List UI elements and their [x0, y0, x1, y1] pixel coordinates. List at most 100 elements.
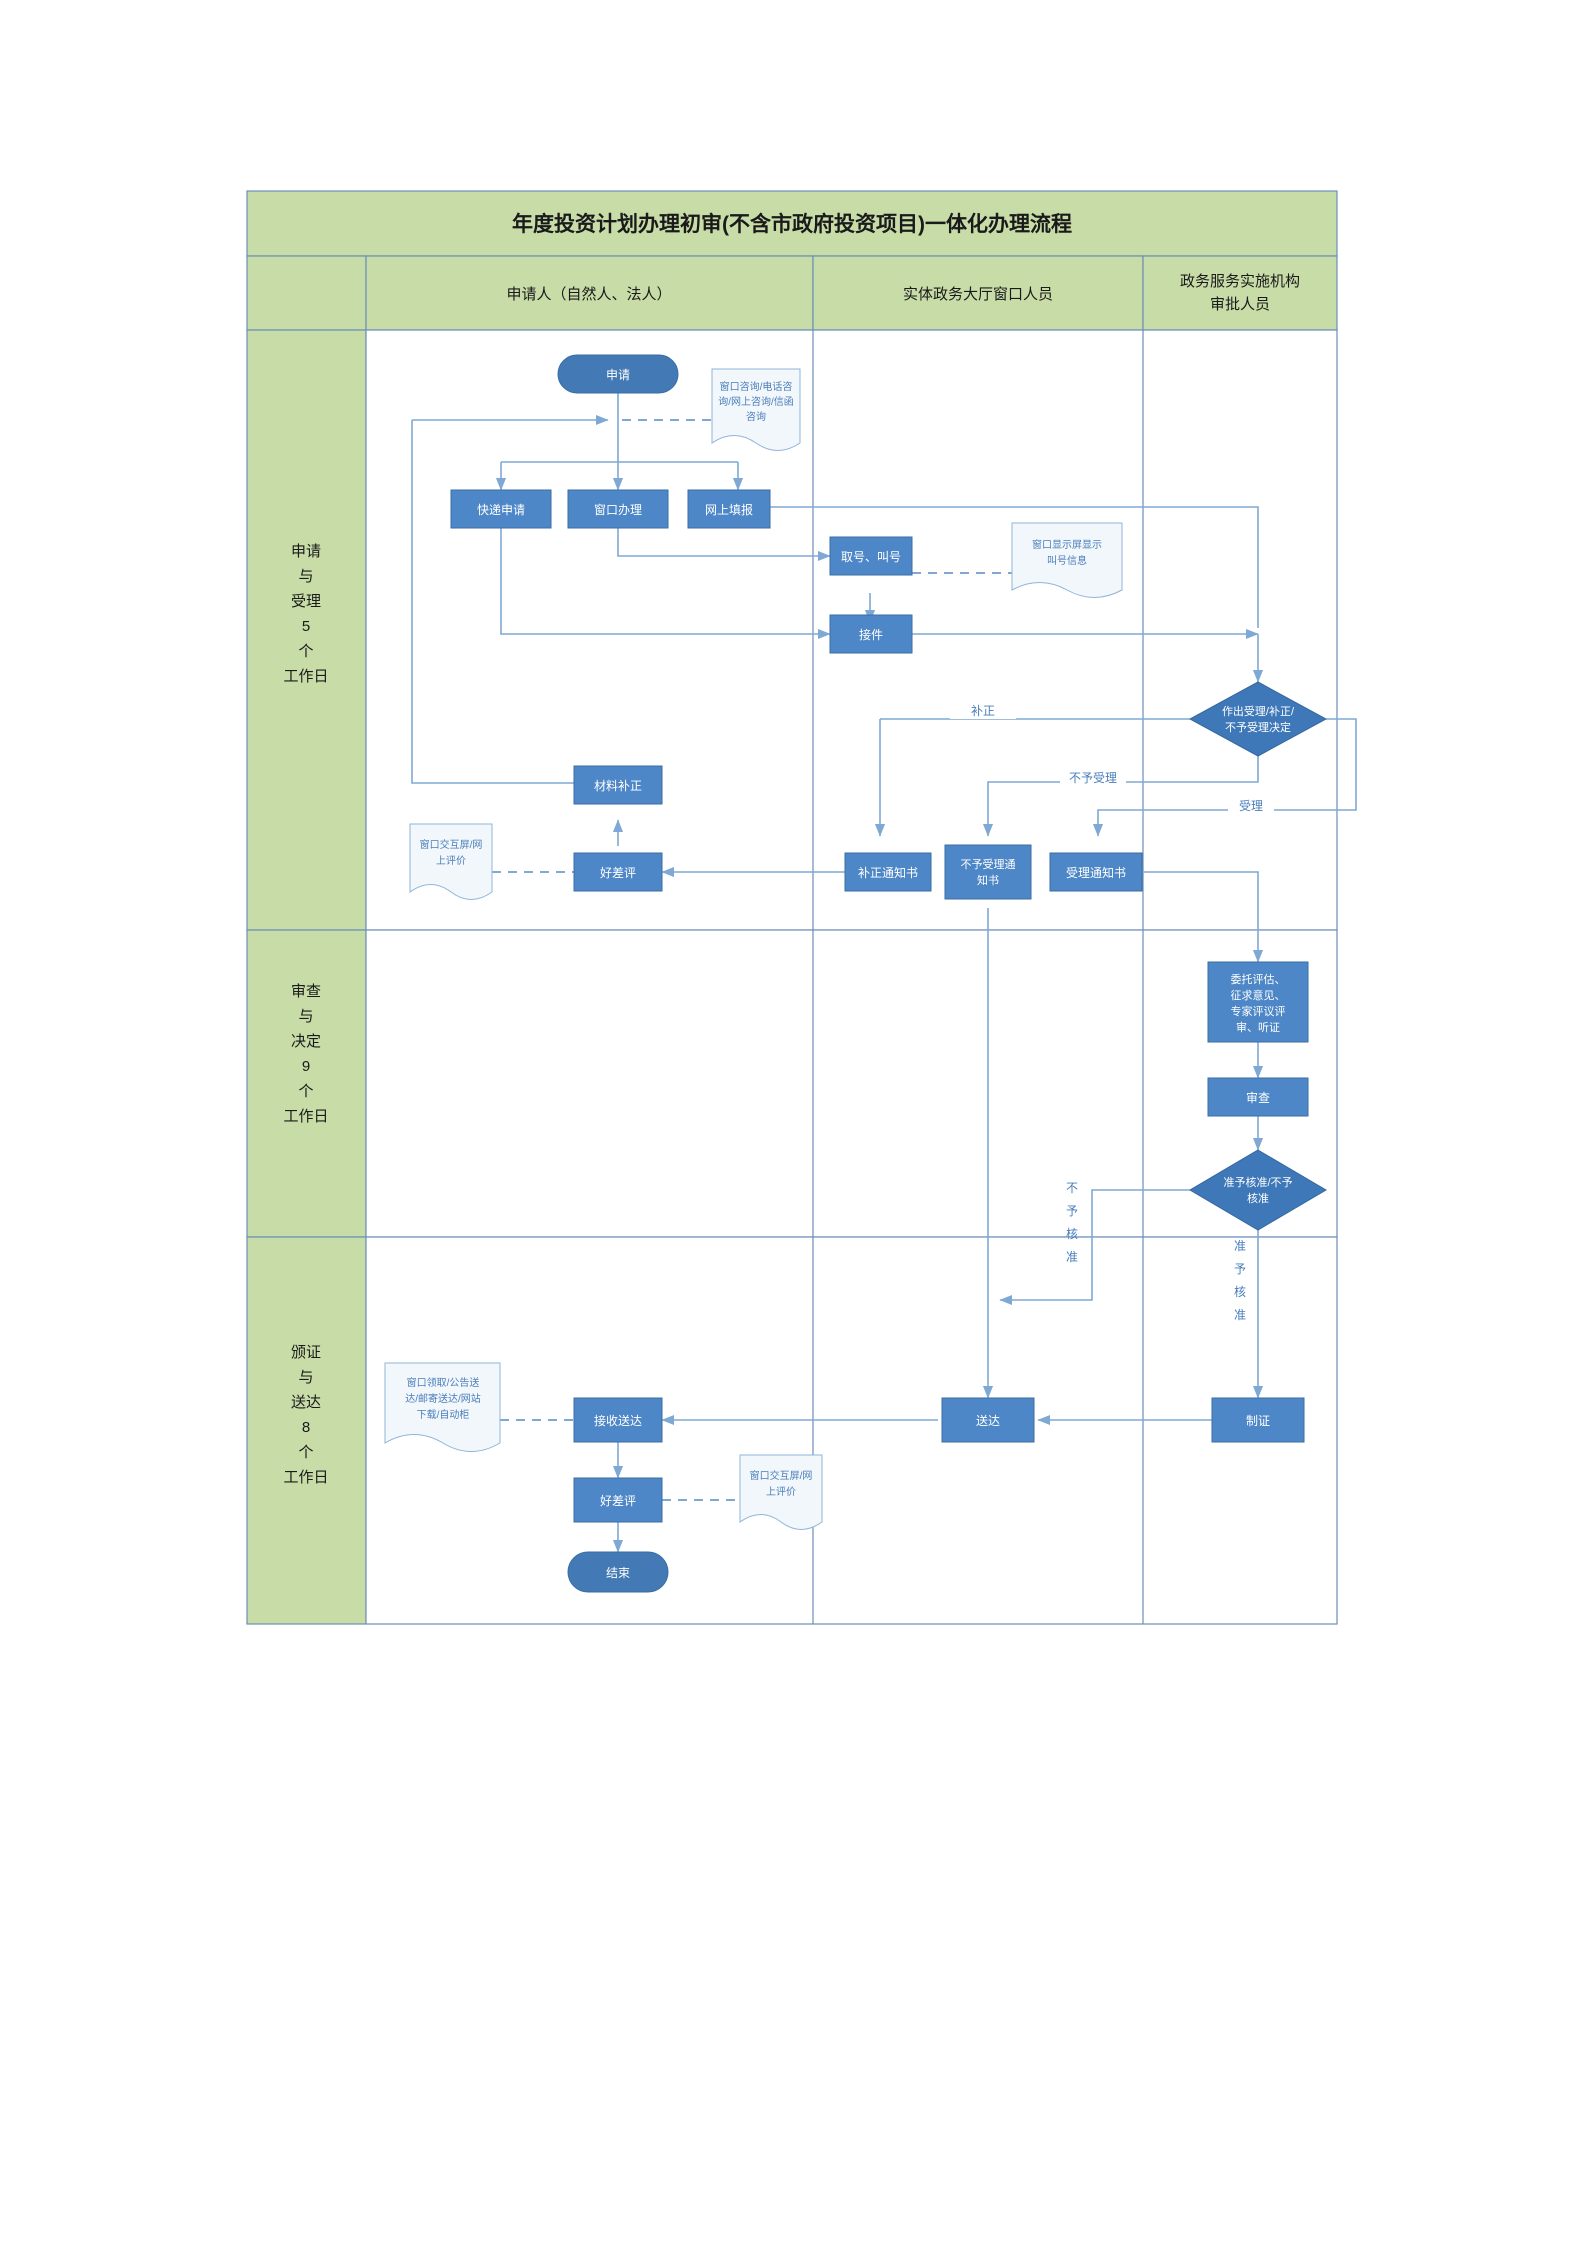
node-online-fill[interactable]: 网上填报 — [687, 489, 771, 529]
approved-c2: 予 — [1234, 1262, 1246, 1276]
node-reject-notice[interactable]: 不予受理通 知书 — [944, 844, 1032, 900]
lane-label-accept — [246, 329, 367, 931]
note-eval2-l2: 上评价 — [766, 1486, 796, 1498]
node-rating-1-label: 好差评 — [600, 866, 636, 880]
node-decision-approve[interactable]: 准予核准/不予 核准 — [1189, 1149, 1327, 1231]
lane-issue-l4: 8 — [302, 1419, 310, 1436]
node-end[interactable]: 结束 — [567, 1551, 669, 1593]
lane-issue-l3: 送达 — [291, 1394, 321, 1411]
edge-decision-accept — [1092, 718, 1357, 837]
note-delivery-ways: 窗口领取/公告送 达/邮寄送达/网站 下载/自动柜 — [384, 1362, 501, 1452]
node-examine[interactable]: 审查 — [1207, 1077, 1309, 1117]
edge-label-supplement-bg — [950, 703, 1016, 719]
lane-accept-l2: 与 — [298, 568, 313, 585]
node-take-number[interactable]: 取号、叫号 — [829, 536, 913, 576]
lane-body-review — [365, 929, 1338, 1238]
header-cell-applicant — [365, 255, 814, 331]
note-evaluate-1: 窗口交互屏/网 上评价 — [409, 823, 493, 900]
node-decision-accept-l1: 作出受理/补正/ — [1222, 704, 1295, 718]
chart-title: 年度投资计划办理初审(不含市政府投资项目)一体化办理流程 — [512, 212, 1072, 236]
not-approved-c1: 不 — [1066, 1181, 1078, 1195]
lane-label-review-text: 审查 与 决定 9 个 工作日 — [283, 983, 328, 1125]
node-rating-2[interactable]: 好差评 — [573, 1477, 663, 1523]
edge-label-reject: 不予受理 — [1069, 771, 1117, 785]
edge-label-supplement-top: 补正 — [971, 704, 995, 718]
node-accept-notice[interactable]: 受理通知书 — [1049, 852, 1143, 892]
approved-c1: 准 — [1234, 1239, 1246, 1253]
lane-accept-l6: 工作日 — [283, 668, 328, 685]
node-receive-case[interactable]: 接件 — [829, 614, 913, 654]
node-reject-notice-l2: 知书 — [977, 873, 999, 887]
node-make-cert-label: 制证 — [1246, 1414, 1270, 1428]
node-deliver-label: 送达 — [976, 1413, 1000, 1428]
note-eval1-l2: 上评价 — [436, 855, 466, 867]
node-rating-2-label: 好差评 — [600, 1494, 636, 1508]
node-make-cert[interactable]: 制证 — [1211, 1397, 1305, 1443]
node-entrust-evaluation[interactable]: 委托评估、 征求意见、 专家评议评 审、听证 — [1207, 961, 1309, 1043]
note-consult-l3: 咨询 — [746, 410, 766, 423]
node-reject-notice-l1: 不予受理通 — [961, 858, 1016, 871]
lane-accept-l1: 申请 — [291, 543, 321, 560]
lane-review-l5: 个 — [298, 1083, 313, 1100]
approved-c4: 准 — [1234, 1308, 1246, 1322]
note-queue-display: 窗口显示屏显示 叫号信息 — [1011, 522, 1123, 598]
node-window-handle[interactable]: 窗口办理 — [567, 489, 669, 529]
node-rating-1[interactable]: 好差评 — [573, 852, 663, 892]
node-window-handle-label: 窗口办理 — [594, 502, 642, 517]
column-header-approver-line1: 政务服务实施机构 — [1180, 273, 1300, 290]
lane-issue-l5: 个 — [298, 1444, 313, 1461]
column-header-applicant: 申请人（自然人、法人） — [506, 286, 671, 303]
note-consult-l1: 窗口咨询/电话咨 — [720, 380, 793, 393]
title-band — [246, 190, 1338, 257]
column-header-window-staff: 实体政务大厅窗口人员 — [903, 285, 1053, 303]
node-material-supplement[interactable]: 材料补正 — [573, 765, 663, 805]
node-examine-label: 审查 — [1246, 1090, 1270, 1105]
edge-not-approved — [999, 1189, 1190, 1306]
node-receive-deliver-label: 接收送达 — [594, 1413, 642, 1428]
swimlane-frame — [246, 190, 1338, 1625]
lane-accept-l5: 个 — [298, 643, 313, 660]
connectors — [411, 392, 1357, 1553]
note-queue-l1: 窗口显示屏显示 — [1032, 538, 1102, 551]
node-receive-deliver[interactable]: 接收送达 — [573, 1397, 663, 1443]
note-delivery-l1: 窗口领取/公告送 — [407, 1376, 480, 1389]
node-supplement-notice-label: 补正通知书 — [858, 866, 918, 880]
node-online-fill-label: 网上填报 — [705, 502, 753, 517]
note-consult-l2: 询/网上咨询/信函 — [718, 395, 794, 408]
node-take-number-label: 取号、叫号 — [841, 550, 901, 564]
lane-label-issue-text: 颁证 与 送达 8 个 工作日 — [283, 1344, 328, 1486]
lane-label-accept-text: 申请 与 受理 5 个 工作日 — [283, 543, 328, 685]
node-supplement-notice[interactable]: 补正通知书 — [844, 852, 932, 892]
node-express-apply[interactable]: 快递申请 — [450, 489, 552, 529]
lane-review-l1: 审查 — [291, 983, 321, 1000]
edge-label-reject-bg — [1060, 770, 1126, 786]
lane-issue-l6: 工作日 — [283, 1469, 328, 1486]
edge-label-accept: 受理 — [1239, 799, 1263, 813]
approved-c3: 核 — [1234, 1285, 1246, 1299]
node-decision-accept[interactable]: 作出受理/补正/ 不予受理决定 — [1188, 681, 1328, 757]
edge-label-approved: 准 予 核 准 — [1234, 1239, 1246, 1322]
lane-review-l6: 工作日 — [283, 1108, 328, 1125]
node-entrust-l4: 审、听证 — [1236, 1020, 1280, 1034]
node-decision-approve-l1: 准予核准/不予 — [1223, 1175, 1292, 1189]
lane-accept-l3: 受理 — [291, 593, 321, 610]
note-evaluate-2: 窗口交互屏/网 上评价 — [739, 1454, 823, 1530]
lane-review-l3: 决定 — [291, 1033, 321, 1050]
node-deliver[interactable]: 送达 — [941, 1397, 1035, 1443]
node-decision-approve-l2: 核准 — [1247, 1191, 1269, 1205]
node-start[interactable]: 申请 — [557, 354, 679, 394]
lane-issue-l1: 颁证 — [291, 1344, 321, 1361]
node-end-label: 结束 — [606, 1566, 630, 1580]
note-eval2-l1: 窗口交互屏/网 — [750, 1469, 813, 1482]
lane-review-l4: 9 — [302, 1058, 310, 1075]
header-cell-approver — [1142, 255, 1338, 331]
edge-window-handle-to-take-number — [617, 527, 831, 562]
not-approved-c2: 予 — [1066, 1204, 1078, 1218]
node-accept-notice-label: 受理通知书 — [1066, 866, 1126, 880]
lane-label-issue — [246, 1236, 367, 1625]
node-entrust-l2: 征求意见、 — [1231, 988, 1286, 1002]
node-entrust-l3: 专家评议评 — [1231, 1004, 1286, 1018]
lane-body-issue — [365, 1236, 1338, 1625]
node-entrust-l1: 委托评估、 — [1231, 972, 1286, 986]
